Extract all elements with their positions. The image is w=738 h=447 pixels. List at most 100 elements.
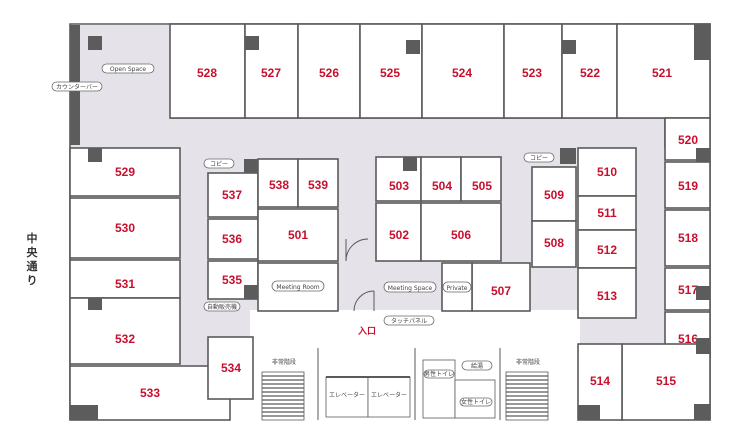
room-number-538: 538: [269, 178, 289, 192]
room-514[interactable]: 514: [577, 343, 623, 421]
room-number-518: 518: [678, 231, 698, 245]
room-number-537: 537: [222, 188, 242, 202]
elevator-2-label: エレベーター: [371, 391, 407, 399]
svg-text:Private: Private: [447, 285, 468, 292]
room-number-530: 530: [115, 221, 135, 235]
room-529[interactable]: 529: [69, 147, 181, 197]
room-510[interactable]: 510: [577, 147, 637, 197]
room-504[interactable]: 504: [420, 156, 462, 202]
svg-text:非常階段: 非常階段: [516, 358, 540, 366]
touch-panel-label: タッチパネル: [383, 315, 435, 326]
room-number-535: 535: [222, 273, 242, 287]
room-525[interactable]: 525: [359, 23, 423, 119]
room-number-516: 516: [678, 332, 698, 346]
room-number-523: 523: [522, 66, 542, 80]
room-531[interactable]: 531: [69, 259, 181, 299]
svg-text:Meeting Space: Meeting Space: [388, 285, 433, 292]
svg-text:非常階段: 非常階段: [272, 358, 296, 366]
room-526[interactable]: 526: [297, 23, 361, 119]
svg-text:タッチパネル: タッチパネル: [391, 317, 427, 325]
room-515[interactable]: 515: [621, 343, 711, 421]
room-number-513: 513: [597, 289, 617, 303]
room-528[interactable]: 528: [169, 23, 246, 119]
room-539[interactable]: 539: [297, 158, 339, 208]
svg-text:Open Space: Open Space: [110, 66, 147, 73]
room-number-508: 508: [544, 236, 564, 250]
stairs-left: 非常階段: [261, 358, 305, 421]
room-537[interactable]: 537: [207, 172, 259, 218]
room-number-525: 525: [380, 66, 400, 80]
room-536[interactable]: 536: [207, 218, 259, 260]
room-507[interactable]: 507: [471, 262, 531, 312]
meeting-space-label: Meeting Space: [383, 281, 437, 293]
room-number-519: 519: [678, 179, 698, 193]
room-number-517: 517: [678, 283, 698, 297]
meeting-room-label: Meeting Room: [271, 280, 325, 292]
room-511[interactable]: 511: [577, 195, 637, 231]
room-number-521: 521: [652, 66, 672, 80]
room-number-527: 527: [261, 66, 281, 80]
copy-label-right: コピー: [523, 152, 555, 163]
room-534[interactable]: 534: [207, 336, 254, 400]
svg-text:コピー: コピー: [210, 161, 228, 168]
stairs-right: 非常階段: [505, 358, 549, 421]
kitchenette-label: 給湯: [471, 362, 483, 370]
doors: [345, 238, 375, 312]
room-532[interactable]: 532: [69, 297, 181, 365]
room-number-502: 502: [389, 228, 409, 242]
room-number-533: 533: [140, 386, 160, 400]
room-number-522: 522: [580, 66, 600, 80]
room-538[interactable]: 538: [257, 158, 299, 208]
room-number-536: 536: [222, 232, 242, 246]
room-number-534: 534: [221, 361, 241, 375]
room-number-526: 526: [319, 66, 339, 80]
room-512[interactable]: 512: [577, 229, 637, 269]
svg-text:央: 央: [27, 245, 39, 259]
room-523[interactable]: 523: [503, 23, 563, 119]
room-number-501: 501: [288, 228, 308, 242]
svg-text:コピー: コピー: [530, 155, 548, 162]
room-502[interactable]: 502: [375, 202, 422, 262]
street-label: 中 央 通 り: [27, 231, 39, 287]
svg-text:通: 通: [27, 260, 38, 273]
elevator-1-label: エレベーター: [329, 391, 365, 399]
room-506[interactable]: 506: [420, 202, 502, 262]
room-number-539: 539: [308, 178, 328, 192]
svg-text:り: り: [27, 274, 38, 287]
room-number-520: 520: [678, 133, 698, 147]
room-508[interactable]: 508: [531, 220, 577, 268]
room-number-511: 511: [597, 206, 617, 220]
room-number-528: 528: [197, 66, 217, 80]
vending-machine-label: 自動販売機: [203, 301, 241, 312]
room-number-531: 531: [115, 277, 135, 291]
room-519[interactable]: 519: [664, 161, 711, 209]
counter-bar-label: カウンターバー: [51, 81, 103, 92]
room-513[interactable]: 513: [577, 267, 637, 319]
womens-toilet-label: 女性トイレ: [461, 398, 491, 406]
svg-text:中: 中: [27, 231, 38, 245]
room-number-515: 515: [656, 374, 676, 388]
private-label: Private: [442, 281, 472, 293]
mens-toilet-label: 男性トイレ: [424, 370, 454, 378]
room-number-504: 504: [432, 179, 452, 193]
elevators: エレベーター エレベーター: [325, 376, 411, 418]
room-505[interactable]: 505: [460, 156, 502, 202]
svg-text:Meeting Room: Meeting Room: [276, 284, 319, 291]
room-530[interactable]: 530: [69, 197, 181, 259]
room-501[interactable]: 501: [257, 208, 339, 262]
room-518[interactable]: 518: [664, 209, 711, 267]
svg-text:自動販売機: 自動販売機: [207, 303, 237, 311]
toilets: 男性トイレ 女性トイレ 給湯: [422, 359, 496, 419]
svg-text:カウンターバー: カウンターバー: [56, 83, 98, 91]
room-number-512: 512: [597, 243, 617, 257]
room-number-532: 532: [115, 332, 135, 346]
room-524[interactable]: 524: [421, 23, 505, 119]
room-number-503: 503: [389, 179, 409, 193]
entrance-label: 入口: [357, 326, 376, 337]
room-number-506: 506: [451, 228, 471, 242]
copy-label-left: コピー: [203, 158, 235, 169]
room-509[interactable]: 509: [531, 166, 577, 222]
room-522[interactable]: 522: [561, 23, 618, 119]
room-number-529: 529: [115, 165, 135, 179]
